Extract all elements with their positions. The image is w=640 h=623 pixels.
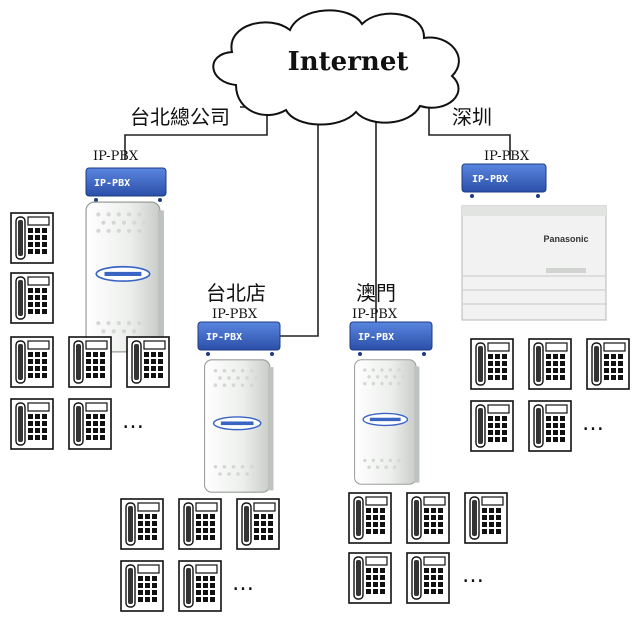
pbx-label: IP-PBX	[352, 307, 398, 322]
pbx-label: IP-PBX	[93, 149, 139, 164]
phone-icon	[470, 400, 514, 452]
phone-icon	[68, 398, 112, 450]
phone-icon	[348, 552, 392, 604]
phone-icon	[126, 336, 170, 388]
site-name: 澳門	[356, 281, 396, 305]
pbx-tower	[85, 201, 165, 353]
site-name: 台北店	[206, 281, 266, 305]
internet-cloud: Internet	[212, 9, 460, 126]
phone-group: …	[120, 498, 280, 612]
phone-icon	[528, 400, 572, 452]
pbx-label: IP-PBX	[484, 149, 530, 164]
phone-icon	[120, 560, 164, 612]
phone-group: …	[10, 212, 170, 450]
more-phones-ellipsis: …	[232, 571, 257, 596]
phone-icon	[586, 338, 630, 390]
more-phones-ellipsis: …	[582, 411, 607, 436]
cloud-label: Internet	[288, 47, 409, 77]
panasonic-pbx-unit: Panasonic	[461, 205, 607, 321]
badge-text: IP-PBX	[206, 332, 242, 343]
site-name: 深圳	[452, 105, 492, 129]
ip-pbx-badge: IP-PBX	[85, 167, 167, 202]
phone-icon	[236, 498, 280, 550]
phone-icon	[68, 336, 112, 388]
phone-group: …	[348, 492, 508, 604]
more-phones-ellipsis: …	[462, 563, 487, 588]
site-taipei-hq: 台北總公司 IP-PBX IP-PBX …	[10, 105, 230, 450]
phone-icon	[178, 560, 222, 612]
phone-icon	[470, 338, 514, 390]
phone-icon	[406, 552, 450, 604]
phone-icon	[406, 492, 450, 544]
phone-icon	[10, 336, 54, 388]
ip-pbx-badge: IP-PBX	[349, 321, 433, 356]
badge-text: IP-PBX	[358, 332, 394, 343]
ip-pbx-badge: IP-PBX	[197, 321, 281, 356]
network-links	[124, 106, 511, 337]
phone-icon	[10, 272, 54, 324]
badge-text: IP-PBX	[94, 178, 130, 189]
phone-icon	[528, 338, 572, 390]
site-name: 台北總公司	[130, 105, 230, 129]
more-phones-ellipsis: …	[122, 409, 147, 434]
pbx-tower	[353, 358, 421, 486]
phone-icon	[178, 498, 222, 550]
site-macau: 澳門 IP-PBX IP-PBX …	[348, 281, 508, 604]
pbx-label: IP-PBX	[212, 307, 258, 322]
phone-icon	[348, 492, 392, 544]
phone-icon	[120, 498, 164, 550]
phone-icon	[10, 212, 54, 264]
site-shenzhen: 深圳 IP-PBX IP-PBX Panasonic …	[452, 105, 630, 452]
pbx-tower	[203, 358, 275, 494]
brand-label: Panasonic	[543, 234, 588, 244]
badge-text: IP-PBX	[472, 174, 508, 185]
phone-icon	[464, 492, 508, 544]
site-taipei-store: 台北店 IP-PBX IP-PBX …	[120, 281, 281, 612]
phone-icon	[10, 398, 54, 450]
ip-pbx-badge: IP-PBX	[461, 163, 547, 198]
phone-group: …	[470, 338, 630, 452]
